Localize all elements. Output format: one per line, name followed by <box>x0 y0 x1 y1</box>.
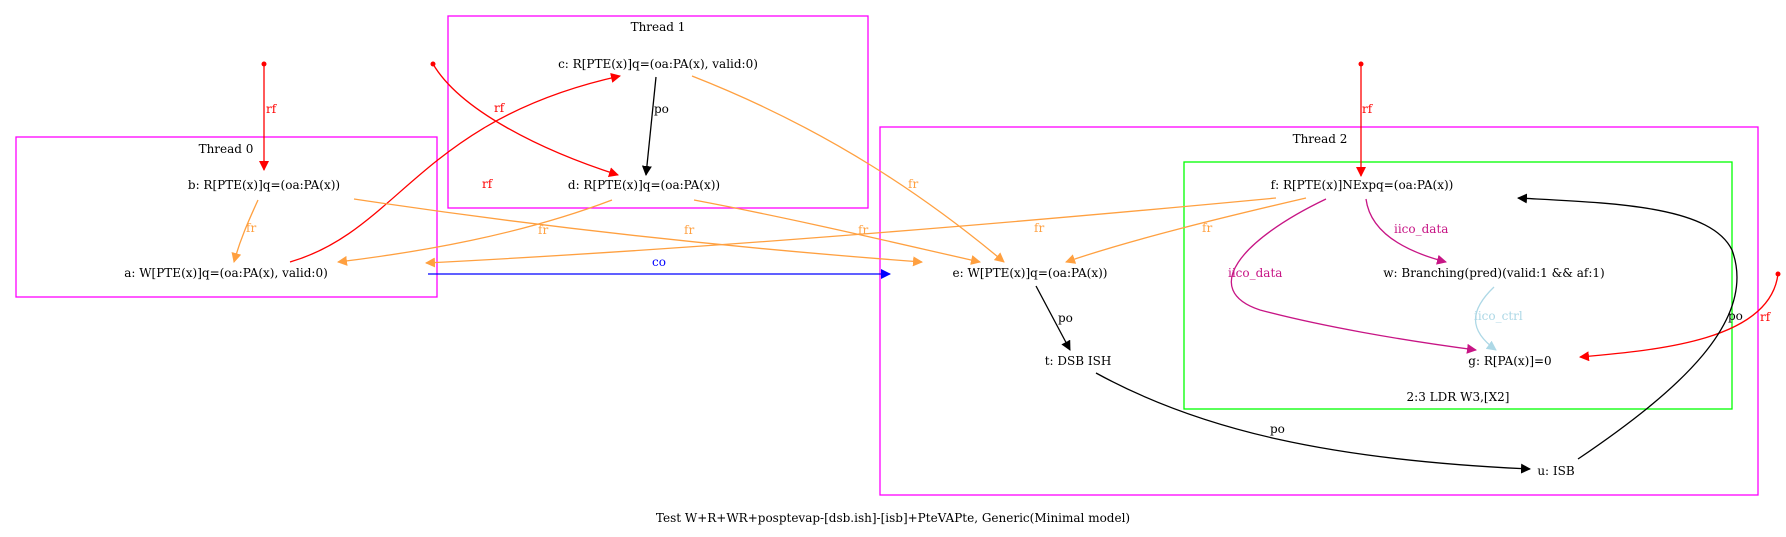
edges-rf: rf rf rf rf rf <box>259 61 1781 362</box>
cluster-thread-0: Thread 0 <box>15 136 438 298</box>
edge-label-fr-d-to-e: fr <box>858 223 868 237</box>
node-a: a: W[PTE(x)]q=(oa:PA(x), valid:0) <box>124 266 328 280</box>
node-d: d: R[PTE(x)]q=(oa:PA(x)) <box>568 178 720 192</box>
cluster-instruction-box <box>1183 161 1733 410</box>
cluster-thread-1: Thread 1 <box>447 15 869 209</box>
edge-label-po-e-to-t: po <box>1058 311 1073 325</box>
edge-label-co-a-to-e: co <box>652 255 666 269</box>
edges-fr: fr fr fr fr fr fr fr <box>231 75 1307 268</box>
edges-co: co <box>428 255 891 279</box>
edge-label-iico-ctrl-w-to-g: iico_ctrl <box>1474 309 1523 323</box>
edge-label-rf-to-f: rf <box>1362 102 1374 116</box>
cluster-instruction-label: 2:3 LDR W3,[X2] <box>1407 390 1510 404</box>
cluster-instruction: 2:3 LDR W3,[X2] <box>1183 161 1733 410</box>
edge-label-iico-data-f-to-w: iico_data <box>1394 222 1448 236</box>
edge-iico-data-f-to-g <box>1230 198 1477 354</box>
edges-iico: iico_data iico_data iico_ctrl <box>1228 198 1523 354</box>
diagram-caption: Test W+R+WR+posptevap-[dsb.ish]-[isb]+Pt… <box>656 511 1130 525</box>
edge-label-fr-b-to-e: fr <box>684 223 694 237</box>
edge-label-po-t-to-u: po <box>1270 422 1285 436</box>
cluster-thread-2-label: Thread 2 <box>1293 132 1348 146</box>
cluster-thread-0-box <box>15 136 438 298</box>
node-w: w: Branching(pred)(valid:1 && af:1) <box>1383 266 1604 280</box>
cluster-thread-0-label: Thread 0 <box>199 142 254 156</box>
edge-iico-data-f-to-w <box>1365 198 1447 265</box>
edge-label-fr-c-to-e: fr <box>908 177 918 191</box>
edge-label-rf-to-b: rf <box>266 102 278 116</box>
edge-fr-d-to-a <box>337 199 613 266</box>
edge-rf-a-to-c <box>289 73 621 263</box>
cluster-thread-1-box <box>447 15 869 209</box>
edge-fr-f-to-a <box>425 197 1277 268</box>
edge-fr-f-to-e <box>1065 197 1307 264</box>
node-e: e: W[PTE(x)]q=(oa:PA(x)) <box>953 266 1108 280</box>
nodes: a: W[PTE(x)]q=(oa:PA(x), valid:0) b: R[P… <box>124 57 1605 478</box>
edge-label-fr-b-to-a: fr <box>246 221 256 235</box>
edge-po-u-to-f <box>1517 193 1738 460</box>
edge-fr-b-to-e <box>353 198 923 267</box>
edge-rf-to-g <box>1579 273 1779 362</box>
edge-po-e-to-t <box>1035 285 1071 351</box>
edges-po: po po po po <box>641 76 1743 474</box>
edge-label-fr-f-to-a: fr <box>1034 221 1044 235</box>
node-g: g: R[PA(x)]=0 <box>1468 354 1551 368</box>
edge-label-po-c-to-d: po <box>654 102 669 116</box>
edge-label-rf-to-d: rf <box>494 101 506 115</box>
node-t: t: DSB ISH <box>1045 354 1112 368</box>
edge-label-rf-a-to-c: rf <box>482 177 494 191</box>
node-c: c: R[PTE(x)]q=(oa:PA(x), valid:0) <box>558 57 758 71</box>
node-u: u: ISB <box>1537 464 1575 478</box>
edge-rf-to-d <box>432 63 619 178</box>
edge-label-fr-f-to-e: fr <box>1202 221 1212 235</box>
node-f: f: R[PTE(x)]NExpq=(oa:PA(x)) <box>1271 178 1454 192</box>
edge-fr-c-to-e <box>691 75 1005 263</box>
edge-label-iico-data-f-to-g: iico_data <box>1228 266 1282 280</box>
edge-label-rf-to-g: rf <box>1760 310 1772 324</box>
edge-po-t-to-u <box>1095 372 1531 474</box>
edge-po-c-to-d <box>641 76 657 176</box>
edge-label-fr-d-to-a: fr <box>538 223 548 237</box>
cluster-thread-1-label: Thread 1 <box>631 20 686 34</box>
edge-label-po-u-to-f: po <box>1728 309 1743 323</box>
edge-fr-d-to-e <box>693 199 981 265</box>
edge-iico-ctrl-w-to-g <box>1474 286 1497 351</box>
edge-fr-b-to-a <box>231 199 259 263</box>
node-b: b: R[PTE(x)]q=(oa:PA(x)) <box>188 178 340 192</box>
